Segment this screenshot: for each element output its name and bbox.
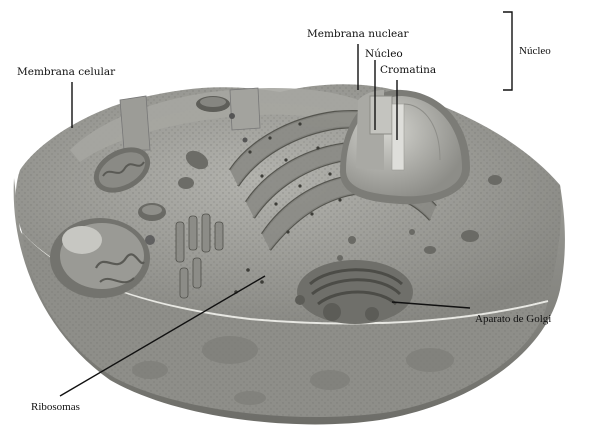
label-nucleo-item: Núcleo: [365, 48, 403, 60]
mitochondrion-lower: [50, 218, 150, 298]
label-membrana-nuclear: Membrana nuclear: [307, 28, 410, 40]
label-ribosomas: Ribosomas: [31, 401, 80, 413]
nucleus: [340, 90, 470, 204]
label-nucleo-group: Núcleo: [519, 45, 551, 57]
chromatin-block: [370, 96, 392, 134]
label-aparato-golgi: Aparato de Golgi: [475, 313, 551, 325]
label-cromatina: Cromatina: [380, 64, 436, 76]
label-membrana-celular: Membrana celular: [17, 66, 116, 78]
bracket-nucleo: [503, 12, 512, 90]
